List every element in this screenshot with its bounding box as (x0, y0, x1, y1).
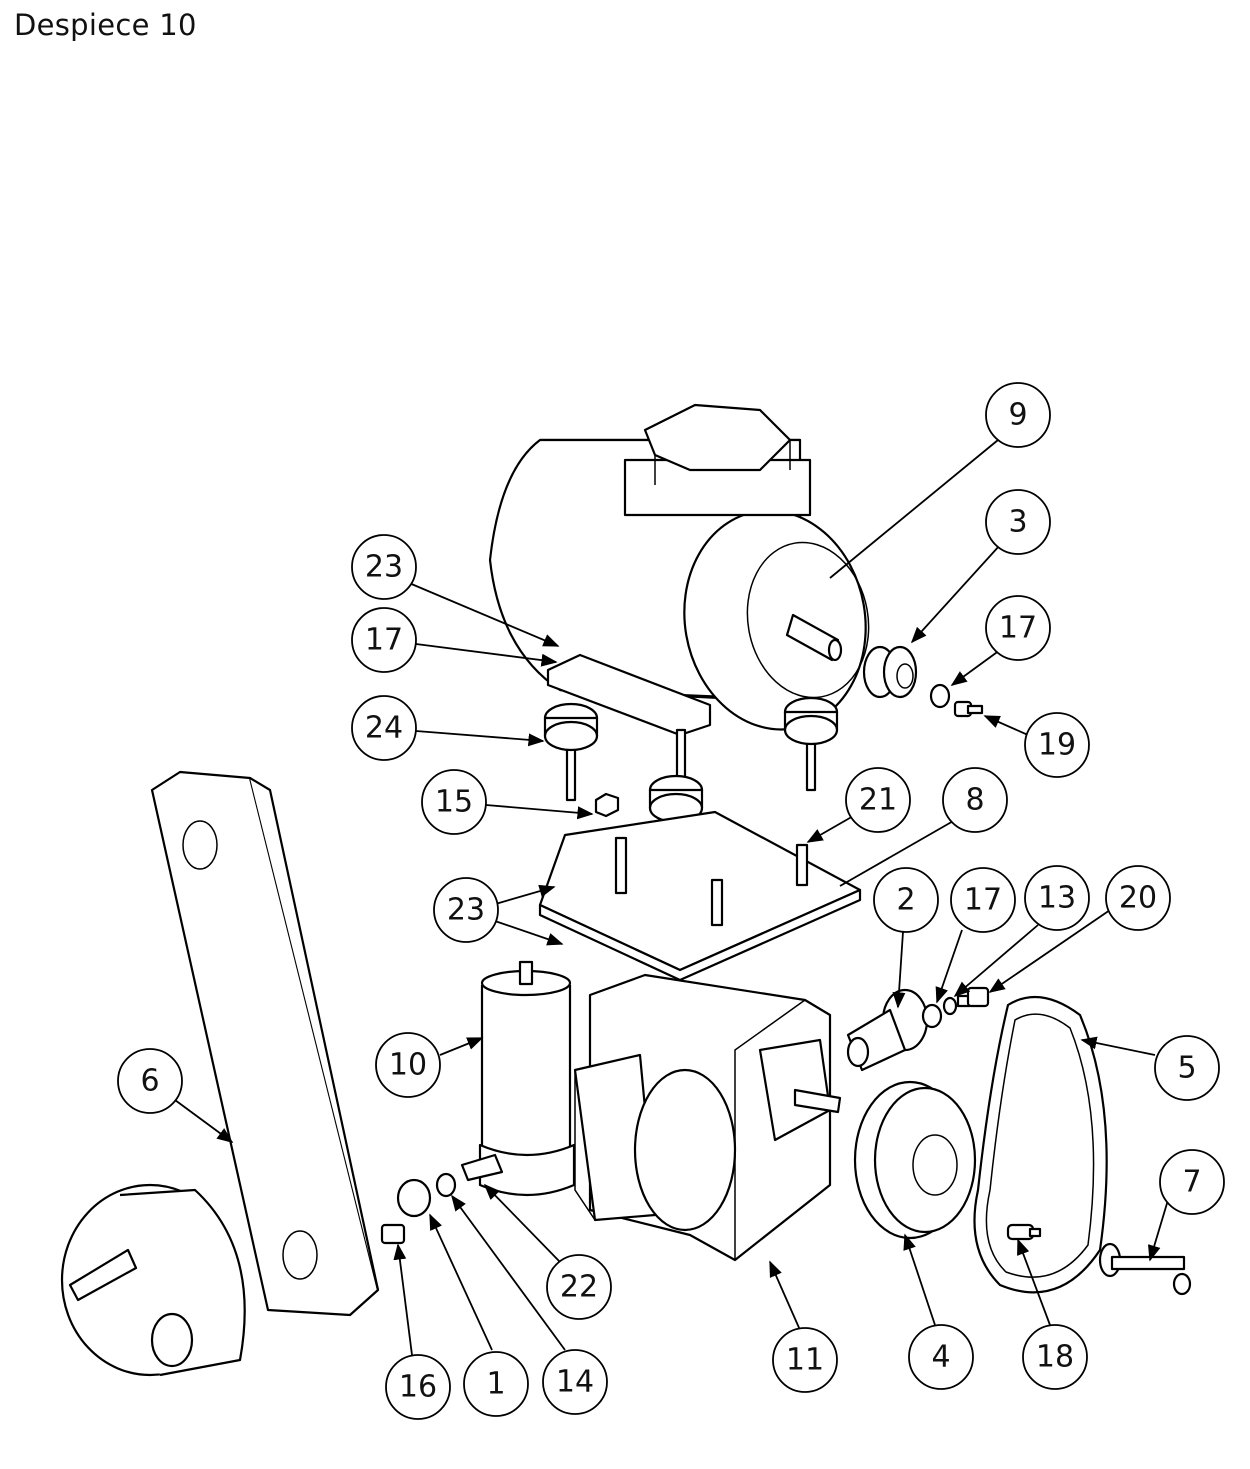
lock-washer-part (942, 996, 958, 1016)
svg-text:9: 9 (1008, 398, 1027, 433)
washer-part (921, 1003, 943, 1029)
balloon-17-top: 17 (985, 595, 1051, 661)
svg-text:24: 24 (365, 711, 403, 746)
svg-text:4: 4 (931, 1340, 950, 1375)
balloon-23-mid: 23 (433, 877, 499, 943)
lever-arm-part (150, 770, 380, 1317)
balloon-24: 24 (351, 695, 417, 761)
balloon-20: 20 (1105, 865, 1171, 931)
svg-text:6: 6 (140, 1064, 159, 1099)
balloon-5: 5 (1154, 1035, 1220, 1101)
svg-text:20: 20 (1119, 881, 1157, 916)
svg-text:7: 7 (1182, 1165, 1201, 1200)
svg-text:1: 1 (486, 1367, 505, 1402)
washer-part (929, 683, 951, 709)
svg-text:5: 5 (1177, 1051, 1196, 1086)
disc-washer-part (396, 1178, 432, 1218)
svg-text:2: 2 (896, 883, 915, 918)
pulley-part (862, 645, 918, 699)
belt-part (973, 995, 1108, 1294)
leader-lines (174, 439, 1169, 1356)
balloon-19: 19 (1024, 712, 1090, 778)
pin-part (1098, 1242, 1192, 1296)
svg-text:17: 17 (964, 883, 1002, 918)
svg-text:17: 17 (365, 623, 403, 658)
svg-text:22: 22 (560, 1270, 598, 1305)
svg-text:3: 3 (1008, 505, 1027, 540)
balloon-2: 2 (873, 867, 939, 933)
balloon-10: 10 (375, 1032, 441, 1098)
balloon-3: 3 (985, 489, 1051, 555)
balloon-6: 6 (117, 1048, 183, 1114)
balloon-17-right: 17 (950, 867, 1016, 933)
svg-text:23: 23 (365, 550, 403, 585)
motor-foot-part (546, 653, 712, 737)
washer-part (435, 1172, 457, 1198)
balloon-15: 15 (421, 769, 487, 835)
key-part (380, 1223, 406, 1245)
balloon-7: 7 (1159, 1149, 1225, 1215)
screw-part (953, 700, 984, 718)
svg-text:10: 10 (389, 1048, 427, 1083)
balloon-11: 11 (772, 1327, 838, 1393)
svg-text:18: 18 (1036, 1340, 1074, 1375)
balloon-17-left: 17 (351, 607, 417, 673)
svg-text:13: 13 (1038, 881, 1076, 916)
svg-text:16: 16 (399, 1370, 437, 1405)
balloon-14: 14 (542, 1349, 608, 1415)
rubber-mount-part (783, 696, 839, 792)
balloon-13: 13 (1024, 865, 1090, 931)
svg-text:14: 14 (556, 1365, 594, 1400)
balloon-21: 21 (845, 767, 911, 833)
balloon-22: 22 (546, 1254, 612, 1320)
balloon-9: 9 (985, 382, 1051, 448)
balloon-4: 4 (908, 1324, 974, 1390)
balloon-18: 18 (1022, 1324, 1088, 1390)
svg-text:8: 8 (965, 783, 984, 818)
mounting-plate-part (538, 810, 862, 982)
balloon-16: 16 (385, 1354, 451, 1420)
gearbox-part (573, 973, 842, 1262)
balloon-1: 1 (463, 1351, 529, 1417)
nut-part (594, 792, 620, 818)
svg-text:17: 17 (999, 611, 1037, 646)
svg-text:15: 15 (435, 785, 473, 820)
balloon-23-top: 23 (351, 534, 417, 600)
sprocket-part (846, 988, 929, 1072)
svg-text:11: 11 (786, 1343, 824, 1378)
motor-part (488, 403, 870, 731)
balloon-8: 8 (942, 767, 1008, 833)
disc-part (60, 1183, 246, 1377)
svg-text:19: 19 (1038, 728, 1076, 763)
cylinder-part (460, 960, 576, 1197)
drawing-title: Despiece 10 (14, 8, 197, 42)
timing-pulley-part (853, 1080, 977, 1240)
rubber-mount-part (543, 702, 599, 802)
svg-text:21: 21 (859, 783, 897, 818)
svg-text:23: 23 (447, 893, 485, 928)
